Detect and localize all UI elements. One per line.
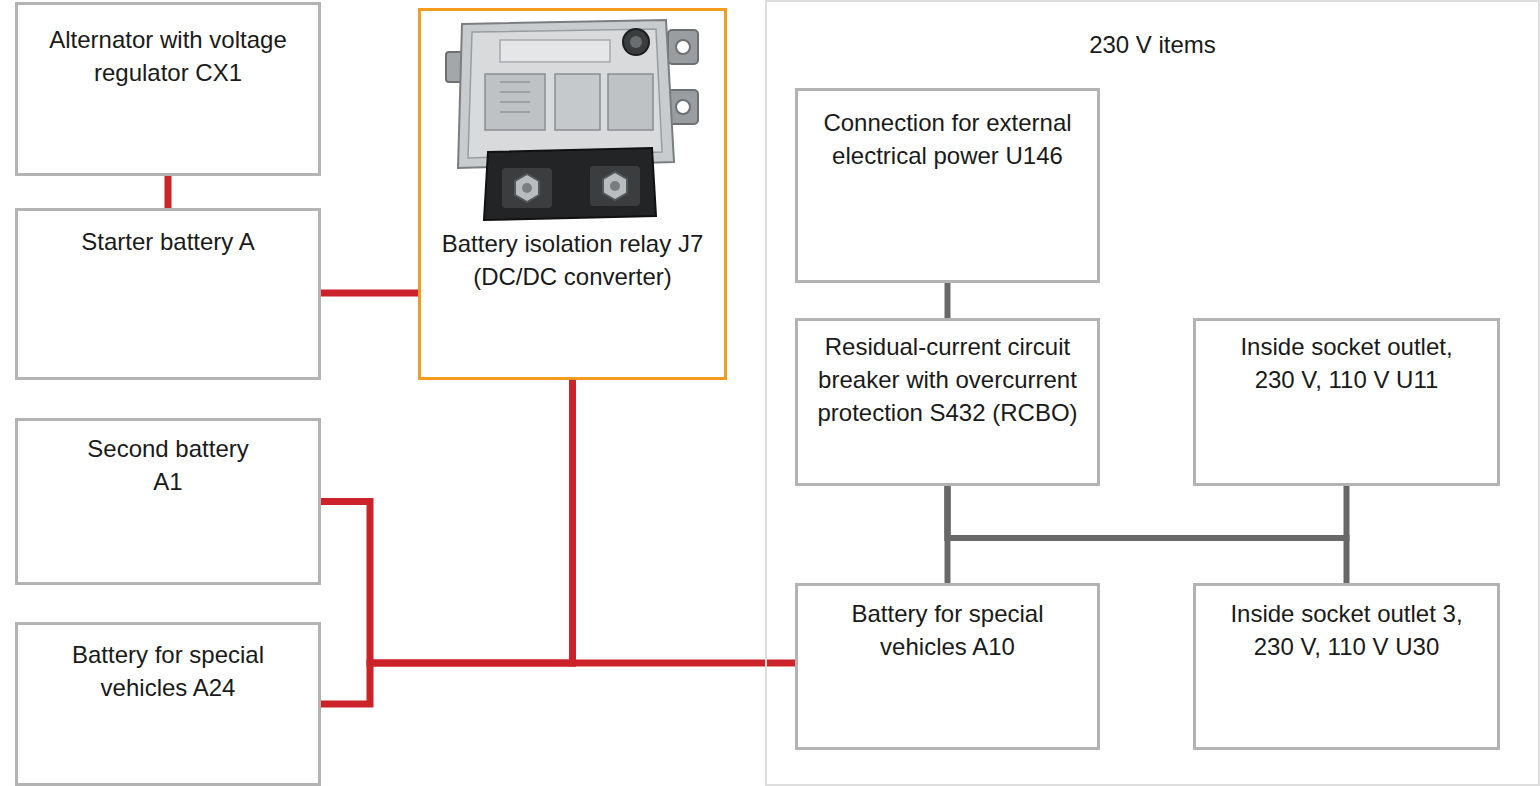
dc-wire: [165, 176, 172, 208]
battery-box: Second battery A1: [15, 418, 321, 585]
dc-wire: [573, 380, 796, 663]
ac-wire: [945, 283, 951, 318]
ac-wire: [948, 486, 1347, 583]
box-label: Inside socket outlet, 230 V, 110 V U11: [1222, 330, 1472, 396]
box-label: Battery for special vehicles A24: [68, 638, 268, 704]
component-box: Residual-current circuit breaker with ov…: [795, 318, 1100, 486]
dc-dc-converter-illustration: [440, 12, 710, 224]
battery-box: Battery for special vehicles A10: [795, 583, 1100, 750]
box-label: Inside socket outlet 3, 230 V, 110 V U30: [1222, 597, 1472, 663]
box-label: Residual-current circuit breaker with ov…: [808, 330, 1088, 429]
box-label: Connection for external electrical power…: [808, 106, 1088, 172]
box-label: Second battery A1: [76, 432, 261, 498]
box-label: Battery for special vehicles A10: [840, 597, 1055, 663]
socket-box: Inside socket outlet, 230 V, 110 V U11: [1193, 318, 1500, 486]
dc-wire: [321, 380, 573, 704]
battery-box: Battery for special vehicles A24: [15, 622, 321, 786]
battery-box: Starter battery A: [15, 208, 321, 380]
group-panel: 230 V itemsConnection for external elect…: [765, 0, 1540, 786]
box-label: Starter battery A: [78, 225, 258, 258]
box-label: Alternator with voltage regulator CX1: [23, 23, 313, 89]
group-heading: 230 V items: [953, 28, 1353, 61]
ac-wire: [948, 486, 1347, 538]
dc-wire: [321, 290, 418, 297]
box-label: Battery isolation relay J7 (DC/DC conver…: [438, 227, 708, 293]
socket-box: Inside socket outlet 3, 230 V, 110 V U30: [1193, 583, 1500, 750]
component-box: Connection for external electrical power…: [795, 88, 1100, 283]
component-box: Alternator with voltage regulator CX1: [15, 2, 321, 176]
dc-wire: [321, 380, 573, 663]
